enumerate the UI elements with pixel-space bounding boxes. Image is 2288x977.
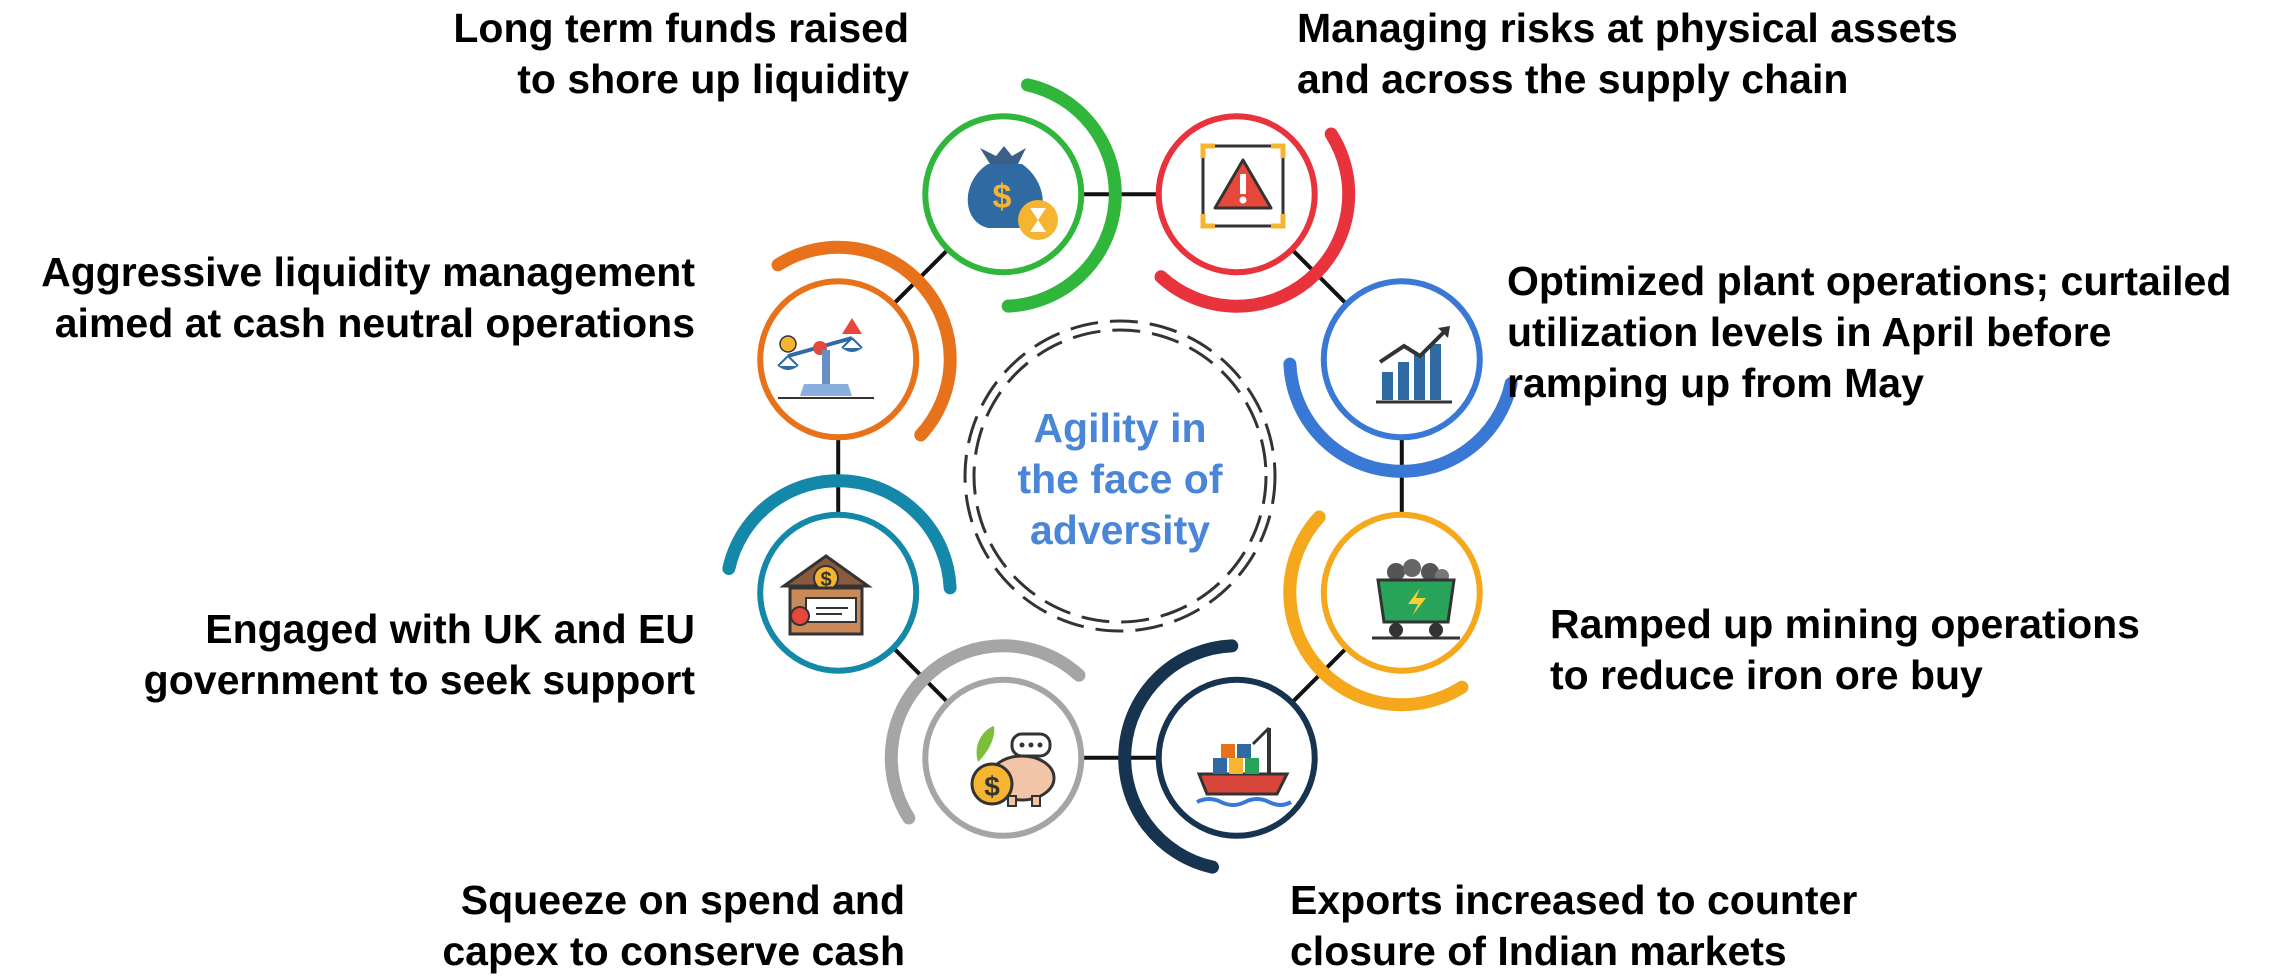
colored-arcs [722, 78, 1518, 874]
svg-text:$: $ [820, 569, 831, 591]
rising-bar-chart-icon [1376, 326, 1452, 404]
money-bag-hourglass-icon: $ [967, 146, 1058, 240]
arc-plant [1283, 357, 1518, 478]
mine-cart-icon [1372, 559, 1460, 640]
svg-text:$: $ [984, 771, 1000, 802]
node-circle-exports [1155, 676, 1318, 839]
arc-govt [722, 474, 957, 595]
arc-liquidity [771, 240, 957, 442]
government-support-icon: $ [779, 554, 873, 636]
balance-scale-icon [777, 318, 874, 399]
piggy-bank-icon: $ [970, 726, 1056, 807]
arc-mining [1283, 510, 1469, 712]
center-dashed-ring [963, 319, 1277, 633]
warning-icon [1200, 143, 1286, 229]
arc-exports [1118, 639, 1239, 874]
node-circle-spend [922, 676, 1085, 839]
node-icons: $ [777, 143, 1460, 807]
arc-risks [1154, 127, 1356, 313]
svg-text:$: $ [993, 178, 1012, 216]
cargo-ship-icon [1196, 726, 1293, 807]
arc-funds [1001, 78, 1122, 313]
arc-spend [884, 639, 1086, 825]
node-circle-plant [1320, 278, 1483, 441]
